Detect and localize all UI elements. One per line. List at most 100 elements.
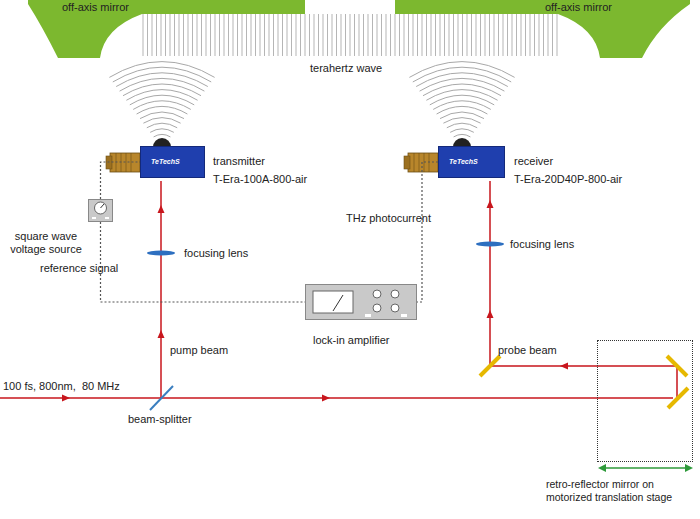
wave-front bbox=[443, 118, 480, 124]
wave-front bbox=[120, 78, 205, 91]
jack bbox=[105, 217, 109, 219]
wave-front bbox=[409, 62, 514, 78]
mirror bbox=[480, 356, 500, 376]
wave-line bbox=[278, 14, 279, 56]
wave-line bbox=[399, 14, 400, 56]
wave-line bbox=[458, 14, 459, 56]
wave-line bbox=[516, 14, 517, 56]
knob bbox=[391, 304, 399, 312]
source-symbol bbox=[88, 199, 113, 222]
wave-line bbox=[309, 14, 310, 56]
wave-line bbox=[300, 14, 301, 56]
wave-line bbox=[156, 14, 157, 56]
wave-line bbox=[161, 14, 162, 56]
wave-line bbox=[201, 14, 202, 56]
wave-front bbox=[147, 123, 177, 128]
wave-line bbox=[440, 14, 441, 56]
knob bbox=[373, 290, 381, 298]
wave-line bbox=[548, 14, 549, 56]
wave-front bbox=[137, 106, 188, 114]
wave-line bbox=[363, 14, 364, 56]
wave-front bbox=[450, 129, 474, 133]
wave-line bbox=[539, 14, 540, 56]
dial bbox=[95, 202, 107, 214]
wave-line bbox=[323, 14, 324, 56]
wave-front bbox=[426, 90, 497, 101]
meter bbox=[313, 291, 353, 313]
signal-wire bbox=[417, 162, 438, 302]
wave-line bbox=[219, 14, 220, 56]
wave-front bbox=[416, 73, 508, 87]
wave-front bbox=[413, 67, 511, 82]
lens bbox=[147, 251, 175, 256]
wave-front bbox=[113, 67, 211, 82]
wave-line bbox=[264, 14, 265, 56]
wave-line bbox=[426, 14, 427, 56]
wave-line bbox=[251, 14, 252, 56]
wave-line bbox=[210, 14, 211, 56]
wave-line bbox=[471, 14, 472, 56]
wave-line bbox=[417, 14, 418, 56]
wave-front bbox=[437, 106, 488, 114]
wave-line bbox=[305, 14, 306, 56]
node-label: retro-reflector mirror on motorized tran… bbox=[546, 478, 696, 504]
wave-line bbox=[381, 14, 382, 56]
wave-line bbox=[390, 14, 391, 56]
wave-line bbox=[296, 14, 297, 56]
wave-line bbox=[489, 14, 490, 56]
wave-line bbox=[480, 14, 481, 56]
wave-line bbox=[215, 14, 216, 56]
wave-line bbox=[143, 14, 144, 56]
lens-label: focusing lens bbox=[184, 247, 248, 260]
wave-line bbox=[435, 14, 436, 56]
wave-line bbox=[332, 14, 333, 56]
node-label: lock-in amplifier bbox=[313, 334, 389, 347]
node-label: off-axis mirror bbox=[62, 1, 129, 14]
wave-front bbox=[154, 134, 171, 137]
wave-line bbox=[224, 14, 225, 56]
wave-line bbox=[431, 14, 432, 56]
wave-line bbox=[462, 14, 463, 56]
wave-line bbox=[408, 14, 409, 56]
wave-front bbox=[123, 84, 201, 96]
knob bbox=[391, 290, 399, 298]
wave-line bbox=[318, 14, 319, 56]
part-label: beam-splitter bbox=[128, 413, 192, 426]
wave-line bbox=[372, 14, 373, 56]
wave-front bbox=[126, 90, 197, 101]
jack bbox=[401, 314, 407, 317]
wave-line bbox=[147, 14, 148, 56]
wave-front bbox=[423, 84, 501, 96]
wave-label: terahertz wave bbox=[310, 62, 382, 75]
knob bbox=[373, 304, 381, 312]
signal-wire bbox=[101, 162, 141, 199]
wave-line bbox=[552, 14, 553, 56]
wave-front bbox=[420, 78, 505, 91]
laser-spec: 100 fs, 800nm, 80 MHz bbox=[3, 380, 120, 393]
housing bbox=[89, 200, 113, 222]
wave-line bbox=[237, 14, 238, 56]
wave-line bbox=[557, 14, 558, 56]
wave-line bbox=[183, 14, 184, 56]
wave-line bbox=[314, 14, 315, 56]
wave-line bbox=[228, 14, 229, 56]
wave-line bbox=[422, 14, 423, 56]
housing bbox=[306, 285, 417, 320]
dial-needle bbox=[101, 204, 105, 208]
wave-line bbox=[170, 14, 171, 56]
wave-line bbox=[327, 14, 328, 56]
mirror-shape bbox=[395, 0, 690, 58]
wave-line bbox=[507, 14, 508, 56]
wave-front bbox=[133, 101, 191, 110]
wave-line bbox=[242, 14, 243, 56]
beam-splitter bbox=[150, 386, 173, 410]
wave-line bbox=[512, 14, 513, 56]
wire-label: reference signal bbox=[40, 262, 95, 275]
mirror-shape bbox=[28, 0, 305, 58]
wave-line bbox=[192, 14, 193, 56]
wave-line bbox=[395, 14, 396, 56]
wave-line bbox=[260, 14, 261, 56]
wave-front bbox=[143, 118, 180, 124]
wave-line bbox=[453, 14, 454, 56]
wave-line bbox=[494, 14, 495, 56]
